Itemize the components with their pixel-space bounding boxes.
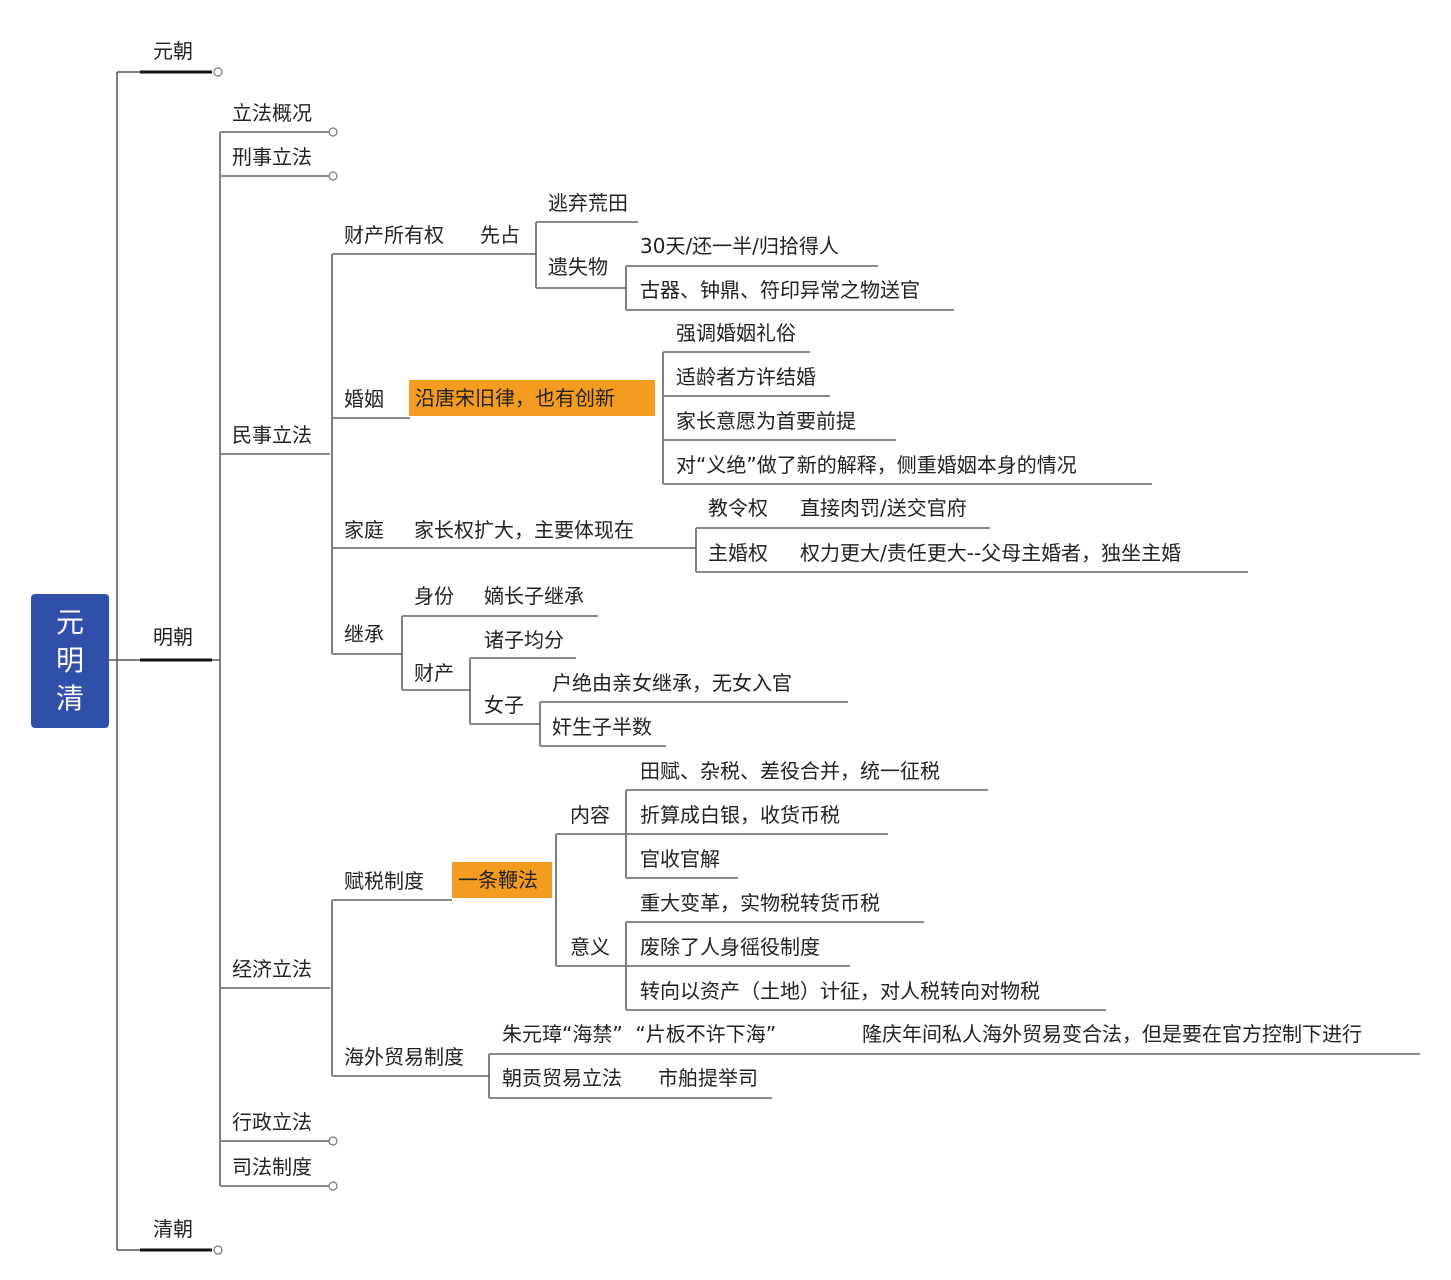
topic-lost-item-rule[interactable]: 30天/还一半/归拾得人 <box>640 234 839 258</box>
topic-primogeniture[interactable]: 嫡长子继承 <box>484 584 584 608</box>
topic-property-inheritance[interactable]: 财产 <box>414 661 454 685</box>
topic-tribute-trade[interactable]: 朝贡贸易立法 <box>502 1066 622 1090</box>
topic-family[interactable]: 家庭 <box>344 518 384 542</box>
topic-criminal-legislation[interactable]: 刑事立法 <box>232 145 312 169</box>
root-trunk <box>109 72 118 1250</box>
topic-tax-content[interactable]: 内容 <box>570 803 610 827</box>
topic-first-occupation[interactable]: 先占 <box>480 223 520 247</box>
topic-tax-content-item[interactable]: 折算成白银，收货币税 <box>640 803 840 827</box>
topic-marriage[interactable]: 婚姻 <box>344 387 384 411</box>
topic-single-whip-law[interactable]: 一条鞭法 <box>452 862 552 898</box>
dynasty-underlines <box>140 70 212 1252</box>
topic-tax-content-item[interactable]: 官收官解 <box>640 847 720 871</box>
topic-marriage-right-detail[interactable]: 权力更大/责任更大--父母主婚者，独坐主婚 <box>800 541 1182 565</box>
topic-tax-content-item[interactable]: 田赋、杂税、差役合并，统一征税 <box>640 759 940 783</box>
root-branches <box>117 71 140 1251</box>
ming-trunk <box>212 132 221 1186</box>
topic-illegitimate-half[interactable]: 奸生子半数 <box>552 715 652 739</box>
topic-marriage-right[interactable]: 主婚权 <box>708 541 768 565</box>
topic-tax-meaning-item[interactable]: 转向以资产（土地）计征，对人税转向对物税 <box>640 979 1040 1003</box>
topic-family-summary[interactable]: 家长权扩大，主要体现在 <box>414 518 634 542</box>
topic-marriage-item[interactable]: 适龄者方许结婚 <box>676 365 816 389</box>
topic-legislation-overview[interactable]: 立法概况 <box>232 101 312 125</box>
topic-maritime-office[interactable]: 市舶提举司 <box>658 1066 758 1090</box>
topic-marriage-highlight[interactable]: 沿唐宋旧律，也有创新 <box>409 380 655 416</box>
topic-overseas-trade[interactable]: 海外贸易制度 <box>344 1045 464 1069</box>
topic-tax-meaning[interactable]: 意义 <box>570 935 610 959</box>
topic-equal-division[interactable]: 诸子均分 <box>484 628 564 652</box>
topic-civil-legislation[interactable]: 民事立法 <box>232 423 312 447</box>
topic-ming[interactable]: 明朝 <box>153 625 193 649</box>
topic-daughter-rule[interactable]: 户绝由亲女继承，无女入官 <box>552 671 792 695</box>
topic-property-rights[interactable]: 财产所有权 <box>344 223 444 247</box>
topic-antiques-to-officials[interactable]: 古器、钟鼎、符印异常之物送官 <box>640 278 920 302</box>
topic-judicial-system[interactable]: 司法制度 <box>232 1155 312 1179</box>
topic-tax-meaning-item[interactable]: 重大变革，实物税转货币税 <box>640 891 880 915</box>
topic-qing[interactable]: 清朝 <box>153 1217 193 1241</box>
topic-status[interactable]: 身份 <box>414 584 454 608</box>
topic-admin-legislation[interactable]: 行政立法 <box>232 1110 312 1134</box>
topic-marriage-item[interactable]: 家长意愿为首要前提 <box>676 409 856 433</box>
topic-sea-ban[interactable]: 朱元璋“海禁” “片板不许下海” <box>502 1022 777 1046</box>
topic-longqing-reform[interactable]: 隆庆年间私人海外贸易变合法，但是要在官方控制下进行 <box>862 1022 1362 1046</box>
topic-tax-system[interactable]: 赋税制度 <box>344 869 424 893</box>
topic-tax-meaning-item[interactable]: 废除了人身徭役制度 <box>640 935 820 959</box>
root-topic[interactable]: 元明清 <box>31 594 109 728</box>
topic-economic-legislation[interactable]: 经济立法 <box>232 957 312 981</box>
topic-yuan[interactable]: 元朝 <box>153 39 193 63</box>
topic-marriage-item[interactable]: 强调婚姻礼俗 <box>676 321 796 345</box>
topic-teaching-right[interactable]: 教令权 <box>708 496 768 520</box>
topic-lost-items[interactable]: 遗失物 <box>548 255 608 279</box>
topic-teaching-right-detail[interactable]: 直接肉罚/送交官府 <box>800 496 967 520</box>
topic-inheritance[interactable]: 继承 <box>344 622 384 646</box>
topic-daughters[interactable]: 女子 <box>484 693 524 717</box>
topic-abandoned-land[interactable]: 逃弃荒田 <box>548 191 628 215</box>
topic-marriage-item[interactable]: 对“义绝”做了新的解释，侧重婚姻本身的情况 <box>676 453 1077 477</box>
